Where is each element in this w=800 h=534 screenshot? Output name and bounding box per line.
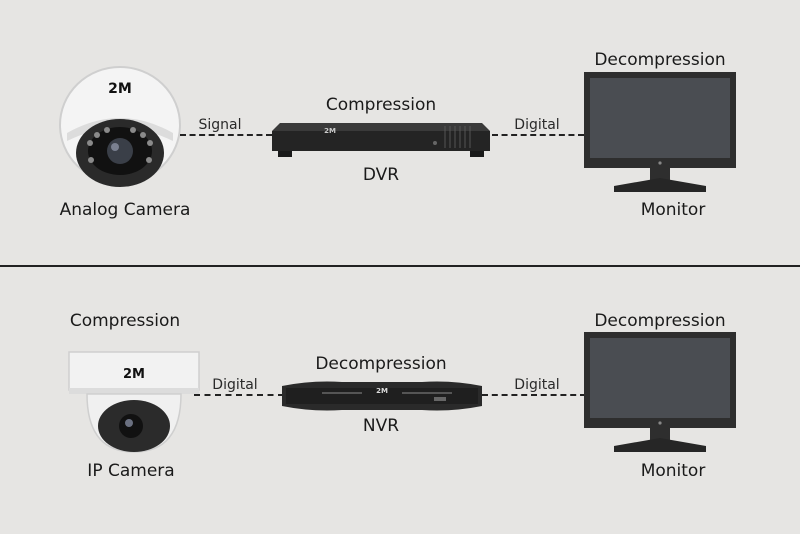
monitor-bottom-label: Monitor <box>640 461 706 481</box>
nvr-monitor-link-label: Digital <box>514 377 560 393</box>
dvr-label: DVR <box>362 165 400 185</box>
nvr-icon: 2M <box>282 381 482 411</box>
nvr-brand-logo: 2M <box>376 387 388 395</box>
monitor-bottom-icon <box>584 332 736 452</box>
monitor-bottom-function-label: Decompression <box>594 311 726 331</box>
ip-camera-label: IP Camera <box>87 461 175 481</box>
analog-camera-icon: 2M <box>59 66 181 187</box>
ip-camera-icon: 2M <box>68 351 200 453</box>
dvr-brand-logo: 2M <box>324 127 336 135</box>
signal-link-label: Signal <box>198 117 242 133</box>
section-divider <box>0 265 800 267</box>
nvr-monitor-link-line <box>482 394 586 396</box>
ip-camera-function-label: Compression <box>69 311 181 331</box>
signal-link-line <box>180 134 272 136</box>
ip-nvr-link-label: Digital <box>212 377 258 393</box>
analog-camera-label: Analog Camera <box>59 200 191 220</box>
monitor-top-icon <box>584 72 736 192</box>
nvr-label: NVR <box>362 416 400 436</box>
ip-camera-brand-logo: 2M <box>123 367 145 382</box>
dvr-monitor-link-label: Digital <box>514 117 560 133</box>
nvr-function-label: Decompression <box>315 354 447 374</box>
dvr-icon: 2M <box>272 123 490 157</box>
monitor-top-function-label: Decompression <box>594 50 726 70</box>
ip-nvr-link-line <box>194 394 284 396</box>
monitor-top-label: Monitor <box>640 200 706 220</box>
dvr-function-label: Compression <box>325 95 437 115</box>
dvr-monitor-link-line <box>492 134 584 136</box>
camera-brand-logo: 2M <box>108 81 132 97</box>
